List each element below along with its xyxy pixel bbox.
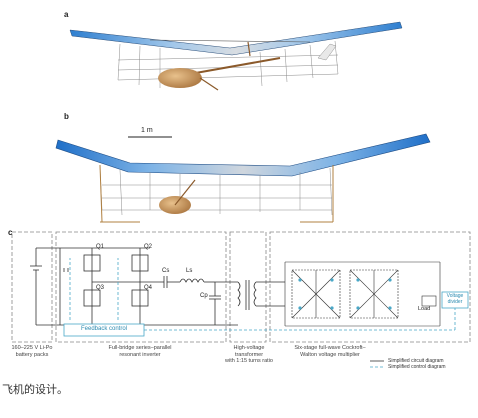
figure-caption-text: 飞机的设计。 xyxy=(2,383,68,396)
battery-section xyxy=(11,231,53,343)
label-q2: Q2 xyxy=(144,244,153,250)
label-load: Load xyxy=(418,306,431,312)
feedback-control-box xyxy=(63,323,145,337)
caption-inverter: Full-bridge series–parallel resonant inv… xyxy=(108,345,172,358)
panel-label-a: a xyxy=(64,10,69,19)
voltage-divider-label: Voltage divider xyxy=(446,293,464,305)
multiplier-section xyxy=(269,231,471,343)
airplane-photo-b xyxy=(55,133,431,223)
label-cs: Cs xyxy=(162,268,170,274)
transformer-section xyxy=(229,231,267,343)
voltage-divider-box xyxy=(441,291,469,309)
label-ls: Ls xyxy=(186,268,193,274)
legend-circuit: Simplified circuit diagram xyxy=(388,358,444,364)
panel-label-c: c xyxy=(8,228,13,237)
caption-battery: 160–225 V Li-Po battery packs xyxy=(11,345,53,358)
scale-bar-label: 1 m xyxy=(141,127,153,134)
panel-label-b: b xyxy=(64,112,69,121)
circuit-diagram xyxy=(11,231,471,368)
inverter-section xyxy=(55,231,227,343)
legend-control: Simplified control diagram xyxy=(388,364,446,370)
feedback-control-label: Feedback control xyxy=(80,326,128,332)
label-q4: Q4 xyxy=(144,285,153,291)
label-cp: Cp xyxy=(200,293,208,299)
caption-transformer: High-voltage transformer with 1:15 turns… xyxy=(225,345,273,364)
label-q3: Q3 xyxy=(96,285,105,291)
label-q1: Q1 xyxy=(96,244,105,250)
figure-svg xyxy=(11,21,471,368)
caption-multiplier: Six-stage full-wave Cockroft– Walton vol… xyxy=(294,345,366,358)
airplane-photo-a xyxy=(69,21,403,91)
